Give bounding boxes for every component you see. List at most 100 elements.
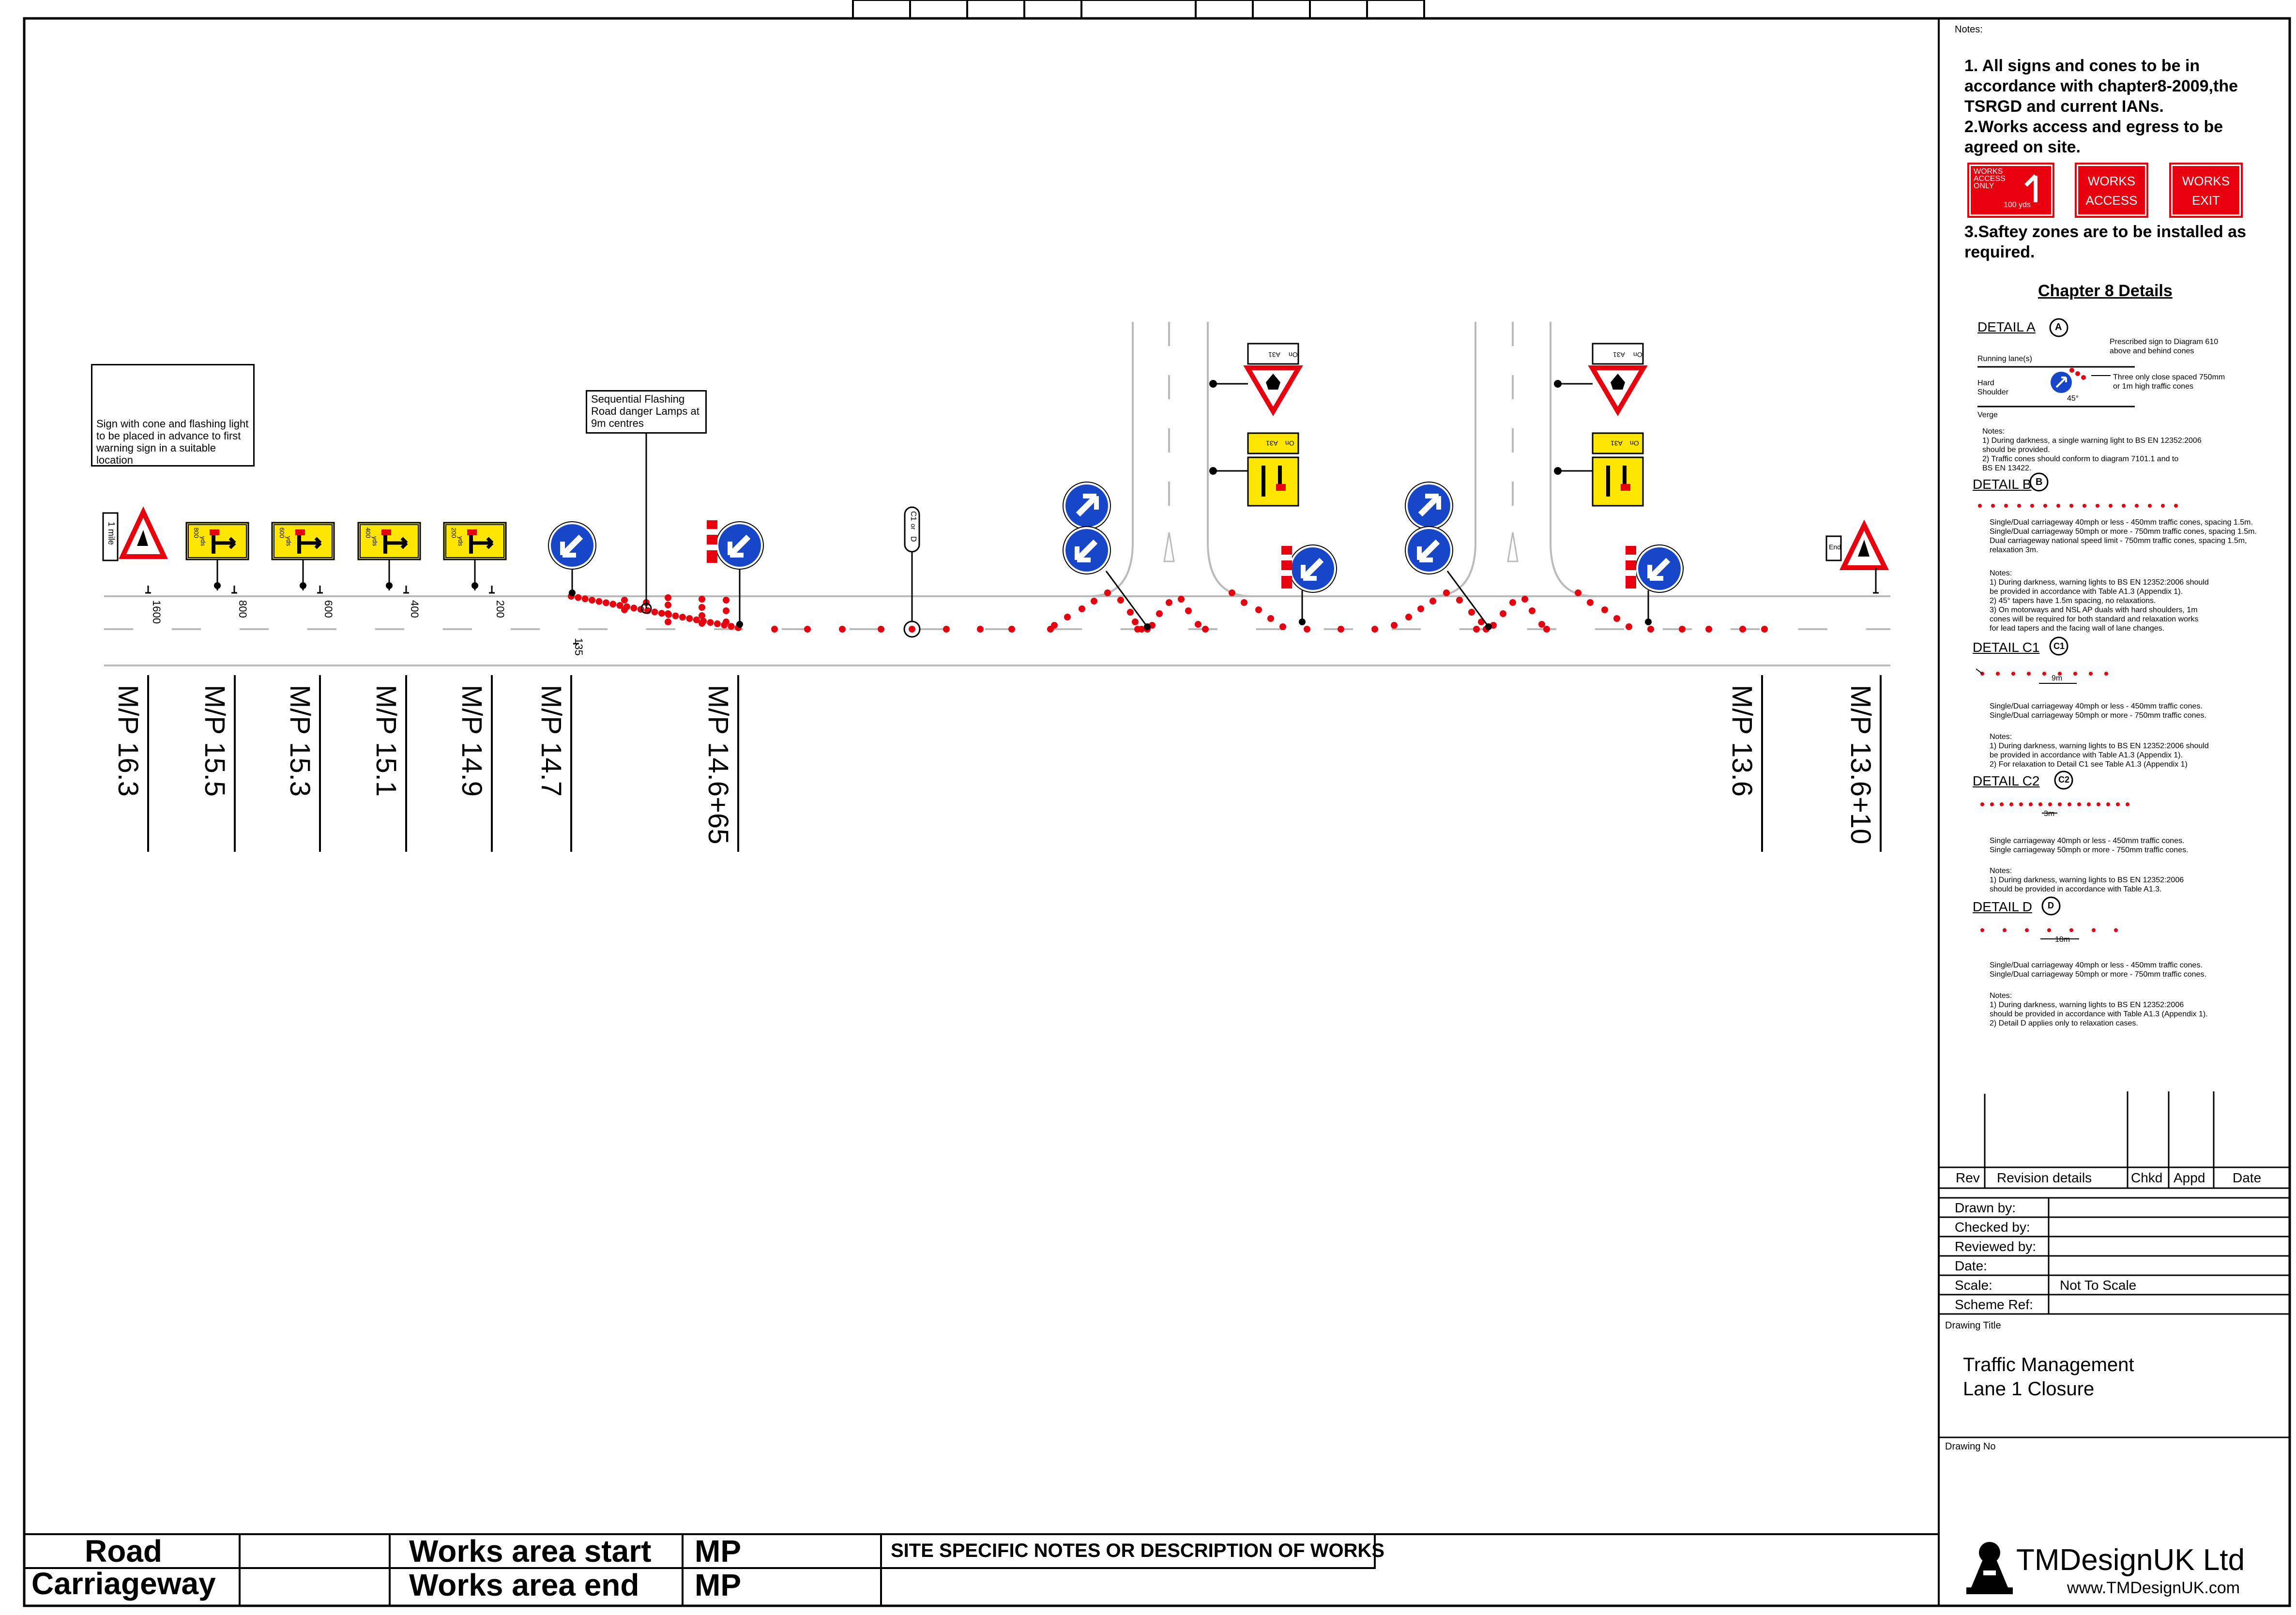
detail-cone (2126, 802, 2129, 806)
traffic-cone (1255, 606, 1262, 613)
works-access-sign: WORKS ACCESS (2075, 163, 2148, 218)
rev-header: Rev (1956, 1170, 1980, 1185)
traffic-cone (1761, 626, 1768, 633)
traffic-cone (1134, 626, 1141, 633)
yards-label: 200 (450, 528, 457, 538)
yards-label: 800 (193, 528, 200, 538)
traffic-cone (1647, 626, 1654, 633)
traffic-cone (699, 596, 705, 603)
company-name: TMDesignUK Ltd (2016, 1543, 2245, 1577)
traffic-cone (1500, 610, 1506, 617)
traffic-cone (1117, 597, 1124, 604)
traffic-cone (595, 598, 603, 605)
traffic-cone (651, 608, 658, 616)
detail-cone (2009, 802, 2013, 806)
distance-label: 200 (494, 600, 506, 618)
appd-header: Appd (2174, 1170, 2205, 1185)
detail-d-badge: D (2048, 901, 2054, 910)
signs (96, 343, 1889, 638)
detail-a-three: Three only close spaced 750mm or 1m high… (2113, 373, 2225, 391)
traffic-cone (1601, 606, 1608, 613)
detail-cone (1990, 802, 1994, 806)
distance-label: 600 (322, 600, 335, 618)
keep-left-sign (1063, 526, 1151, 630)
traffic-cone (1371, 626, 1378, 633)
traffic-cone (1279, 623, 1286, 630)
traffic-cone (1679, 626, 1686, 633)
detail-cone (2148, 504, 2152, 508)
traffic-cone (1104, 589, 1111, 596)
traffic-cone (621, 606, 628, 613)
date-header: Date (2233, 1170, 2262, 1185)
traffic-cone (686, 615, 693, 622)
milepost-label: M/P 16.3 (112, 685, 144, 797)
detail-cone (2089, 672, 2093, 676)
detail-cone (2174, 504, 2178, 508)
reviewed-by-label: Reviewed by: (1955, 1239, 2037, 1254)
drawing-title-label: Drawing Title (1945, 1320, 2001, 1331)
chapter8-title: Chapter 8 Details (2038, 282, 2173, 300)
traffic-cone (1178, 596, 1185, 603)
distance-label: 135 (573, 638, 585, 656)
yards-unit-label: yds (457, 536, 464, 546)
lamp-marker (640, 603, 652, 614)
detail-cone (2068, 802, 2071, 806)
keep-left-sign (715, 521, 764, 628)
detail-cone (2047, 928, 2051, 932)
keep-left-sign (1289, 544, 1337, 625)
traffic-cone (1079, 605, 1085, 612)
works-access-line1: WORKS (2087, 174, 2136, 188)
keep-left-sign (1405, 526, 1492, 630)
traffic-cone (1587, 599, 1594, 606)
yards-unit-label: yds (285, 536, 292, 546)
traffic-cone (1443, 589, 1450, 596)
detail-a-title: DETAIL A (1977, 319, 2036, 334)
traffic-cone (943, 626, 950, 633)
c1-label: C1 (909, 511, 917, 521)
lane-closure-sign (357, 522, 421, 590)
drawn-by-label: Drawn by: (1955, 1200, 2016, 1215)
workforce-line2: IN ROAD (108, 385, 133, 392)
traffic-cone (1304, 626, 1310, 633)
detail-cone (1980, 928, 1984, 932)
on-label-3: On (1633, 351, 1642, 359)
detail-a-notes: Notes: 1) During darkness, a single warn… (1982, 427, 2202, 472)
lane-closure-signs (185, 522, 507, 590)
traffic-cone (723, 597, 730, 604)
traffic-cone (1195, 621, 1201, 628)
traffic-cone (665, 610, 671, 617)
detail-cone (2048, 802, 2052, 806)
drawing-no-label: Drawing No (1945, 1441, 1996, 1452)
detail-cone (2083, 504, 2086, 508)
detail-cone (2038, 802, 2042, 806)
keep-left-sign (1063, 482, 1111, 530)
traffic-cone (575, 594, 582, 601)
advance-sign-info-text: Sign with cone and flashing light to be … (96, 418, 249, 466)
detail-c1-title: DETAIL C1 (1973, 640, 2040, 655)
traffic-cone (1338, 626, 1344, 633)
a31-label-4: A31 (1611, 439, 1623, 447)
detail-c1-badge: C1 (2053, 641, 2065, 651)
detail-cone (2077, 802, 2081, 806)
detail-b-text: Single/Dual carriageway 40mph or less - … (1990, 518, 2257, 554)
one-mile-plate: 1 mile (106, 522, 116, 545)
scale-label: Scale: (1955, 1278, 1992, 1293)
milepost-label: M/P 14.7 (535, 685, 567, 797)
advance-sign-info-box: Sign with cone and flashing light to be … (91, 364, 255, 467)
traffic-cone (658, 610, 665, 617)
milepost-label: M/P 14.9 (456, 685, 487, 797)
detail-cone (2011, 672, 2015, 676)
traffic-cone (693, 616, 700, 623)
detail-c2-spacing: 3m (2044, 810, 2055, 818)
traffic-cone (1417, 605, 1424, 612)
traffic-cone (707, 619, 714, 626)
detail-cone (2056, 504, 2060, 508)
traffic-cone (1468, 609, 1475, 616)
bottom-table (24, 1533, 1939, 1606)
traffic-cone (602, 599, 609, 606)
lane-closure-sign (271, 522, 335, 590)
detail-cone (2116, 802, 2120, 806)
sheet-border (23, 17, 2291, 1607)
mp-end-value: MP (695, 1568, 741, 1602)
